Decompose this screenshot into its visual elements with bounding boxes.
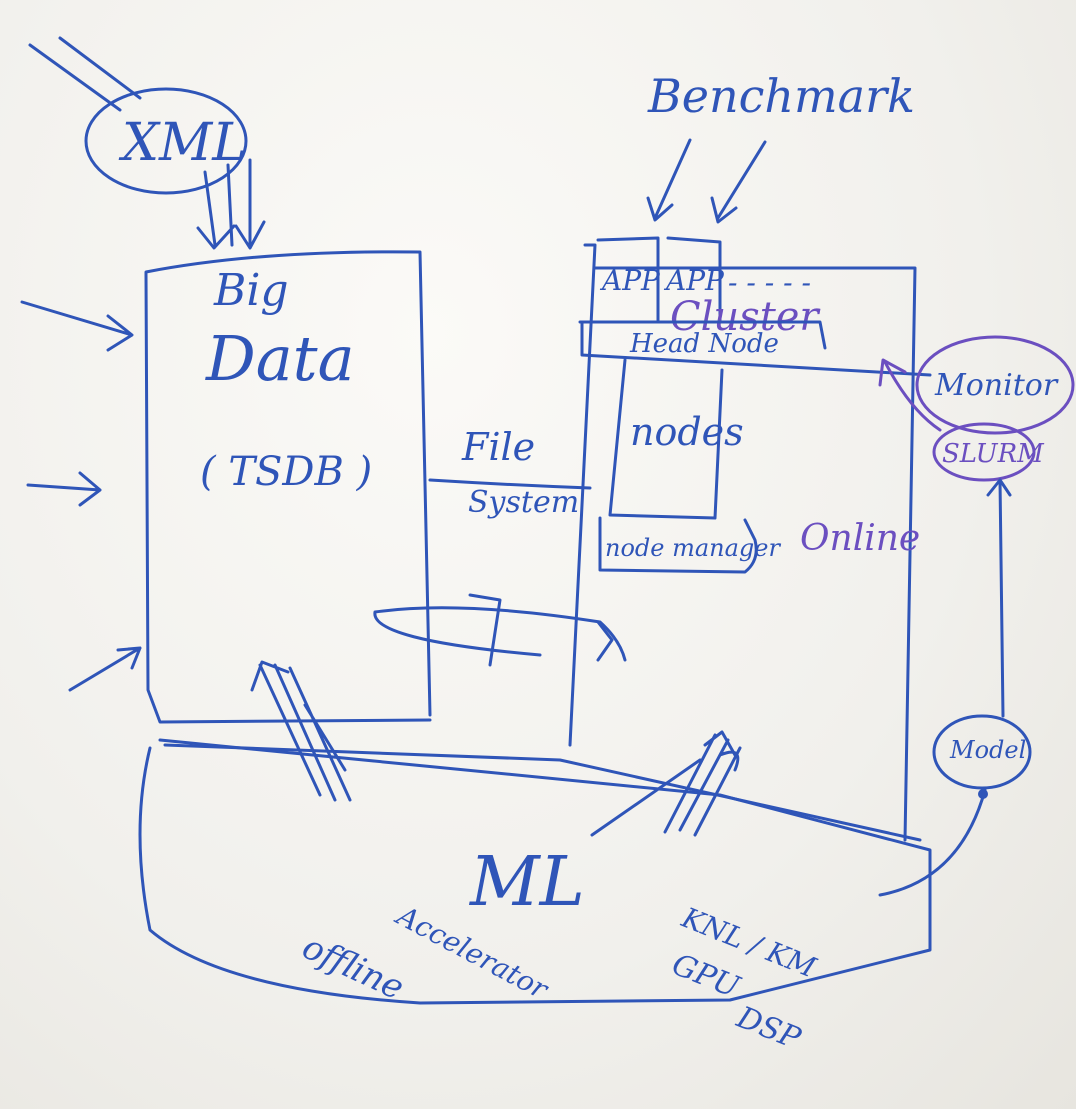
system-label: System bbox=[468, 485, 579, 520]
input-arrow-1 bbox=[20, 300, 134, 352]
input-arrow-3 bbox=[68, 646, 142, 692]
data-label: Data bbox=[205, 322, 355, 395]
node-manager-box bbox=[598, 516, 758, 574]
bigdata-ml-bundle bbox=[250, 660, 352, 802]
node-manager-label: node manager bbox=[605, 534, 782, 562]
crossed-flow-arrow bbox=[373, 593, 627, 667]
app-2-label: APP bbox=[663, 264, 725, 297]
xml-to-bigdata-arrows bbox=[196, 158, 266, 250]
flow-head bbox=[596, 620, 614, 662]
bigdata-input-arrows bbox=[20, 300, 142, 692]
model-label: Model bbox=[949, 736, 1026, 764]
xml-node: XML bbox=[28, 36, 266, 250]
model-ellipse bbox=[932, 714, 1032, 790]
big-label: Big bbox=[213, 265, 289, 316]
tsdb-label: ( TSDB ) bbox=[200, 449, 372, 495]
slurm-to-headnode-arrow bbox=[878, 358, 942, 432]
benchmark-arrows bbox=[646, 138, 767, 224]
slurm-label: SLURM bbox=[942, 439, 1045, 469]
ml-cluster-arrows bbox=[590, 730, 742, 837]
benchmark: Benchmark bbox=[646, 69, 915, 224]
head-node-strip bbox=[578, 320, 932, 377]
ml-outline bbox=[138, 738, 932, 1005]
ml-box: ML Accelerator offline KNL / KM GPU DSP bbox=[138, 738, 932, 1057]
online-label: Online bbox=[800, 518, 920, 559]
monitor-group: Monitor SLURM bbox=[878, 335, 1075, 482]
app-slots bbox=[596, 236, 722, 322]
cluster-label: Cluster bbox=[670, 294, 821, 340]
ml-top-edge bbox=[163, 743, 922, 842]
monitor-label: Monitor bbox=[934, 368, 1059, 403]
model-group: Model bbox=[878, 478, 1032, 897]
bigdata-ml-arrows bbox=[250, 660, 352, 802]
gpu-label: GPU bbox=[667, 947, 746, 1006]
big-data-outline bbox=[144, 250, 432, 724]
ml-cluster-bundle bbox=[590, 730, 742, 837]
file-system: File System bbox=[428, 425, 592, 520]
benchmark-label: Benchmark bbox=[647, 69, 915, 123]
cluster-outline bbox=[568, 243, 917, 842]
nodes-box bbox=[608, 358, 724, 520]
monitor-ellipse bbox=[915, 335, 1075, 435]
model-to-slurm-arrow bbox=[986, 478, 1012, 718]
model-dot bbox=[978, 789, 988, 799]
flow-strike bbox=[468, 593, 502, 667]
xml-ellipse bbox=[84, 87, 248, 195]
app-1-label: APP bbox=[599, 264, 661, 297]
file-system-link bbox=[428, 478, 592, 490]
ml-to-model-link bbox=[878, 788, 987, 897]
dsp-label: DSP bbox=[731, 1000, 806, 1057]
cluster-box: APP APP - - - - - Cluster Head Node node… bbox=[568, 236, 932, 842]
xml-label: XML bbox=[118, 113, 247, 173]
ml-label: ML bbox=[468, 843, 585, 922]
app-more-label: - - - - - bbox=[728, 266, 811, 299]
slurm-ellipse bbox=[932, 422, 1036, 482]
big-data-box: Big Data ( TSDB ) bbox=[144, 250, 432, 724]
head-node-label: Head Node bbox=[629, 329, 779, 359]
xml-incoming-arrows bbox=[28, 36, 142, 112]
input-arrow-2 bbox=[26, 471, 102, 507]
file-label: File bbox=[461, 425, 535, 469]
flow-loop bbox=[373, 606, 627, 662]
nodes-label: nodes bbox=[630, 410, 744, 454]
